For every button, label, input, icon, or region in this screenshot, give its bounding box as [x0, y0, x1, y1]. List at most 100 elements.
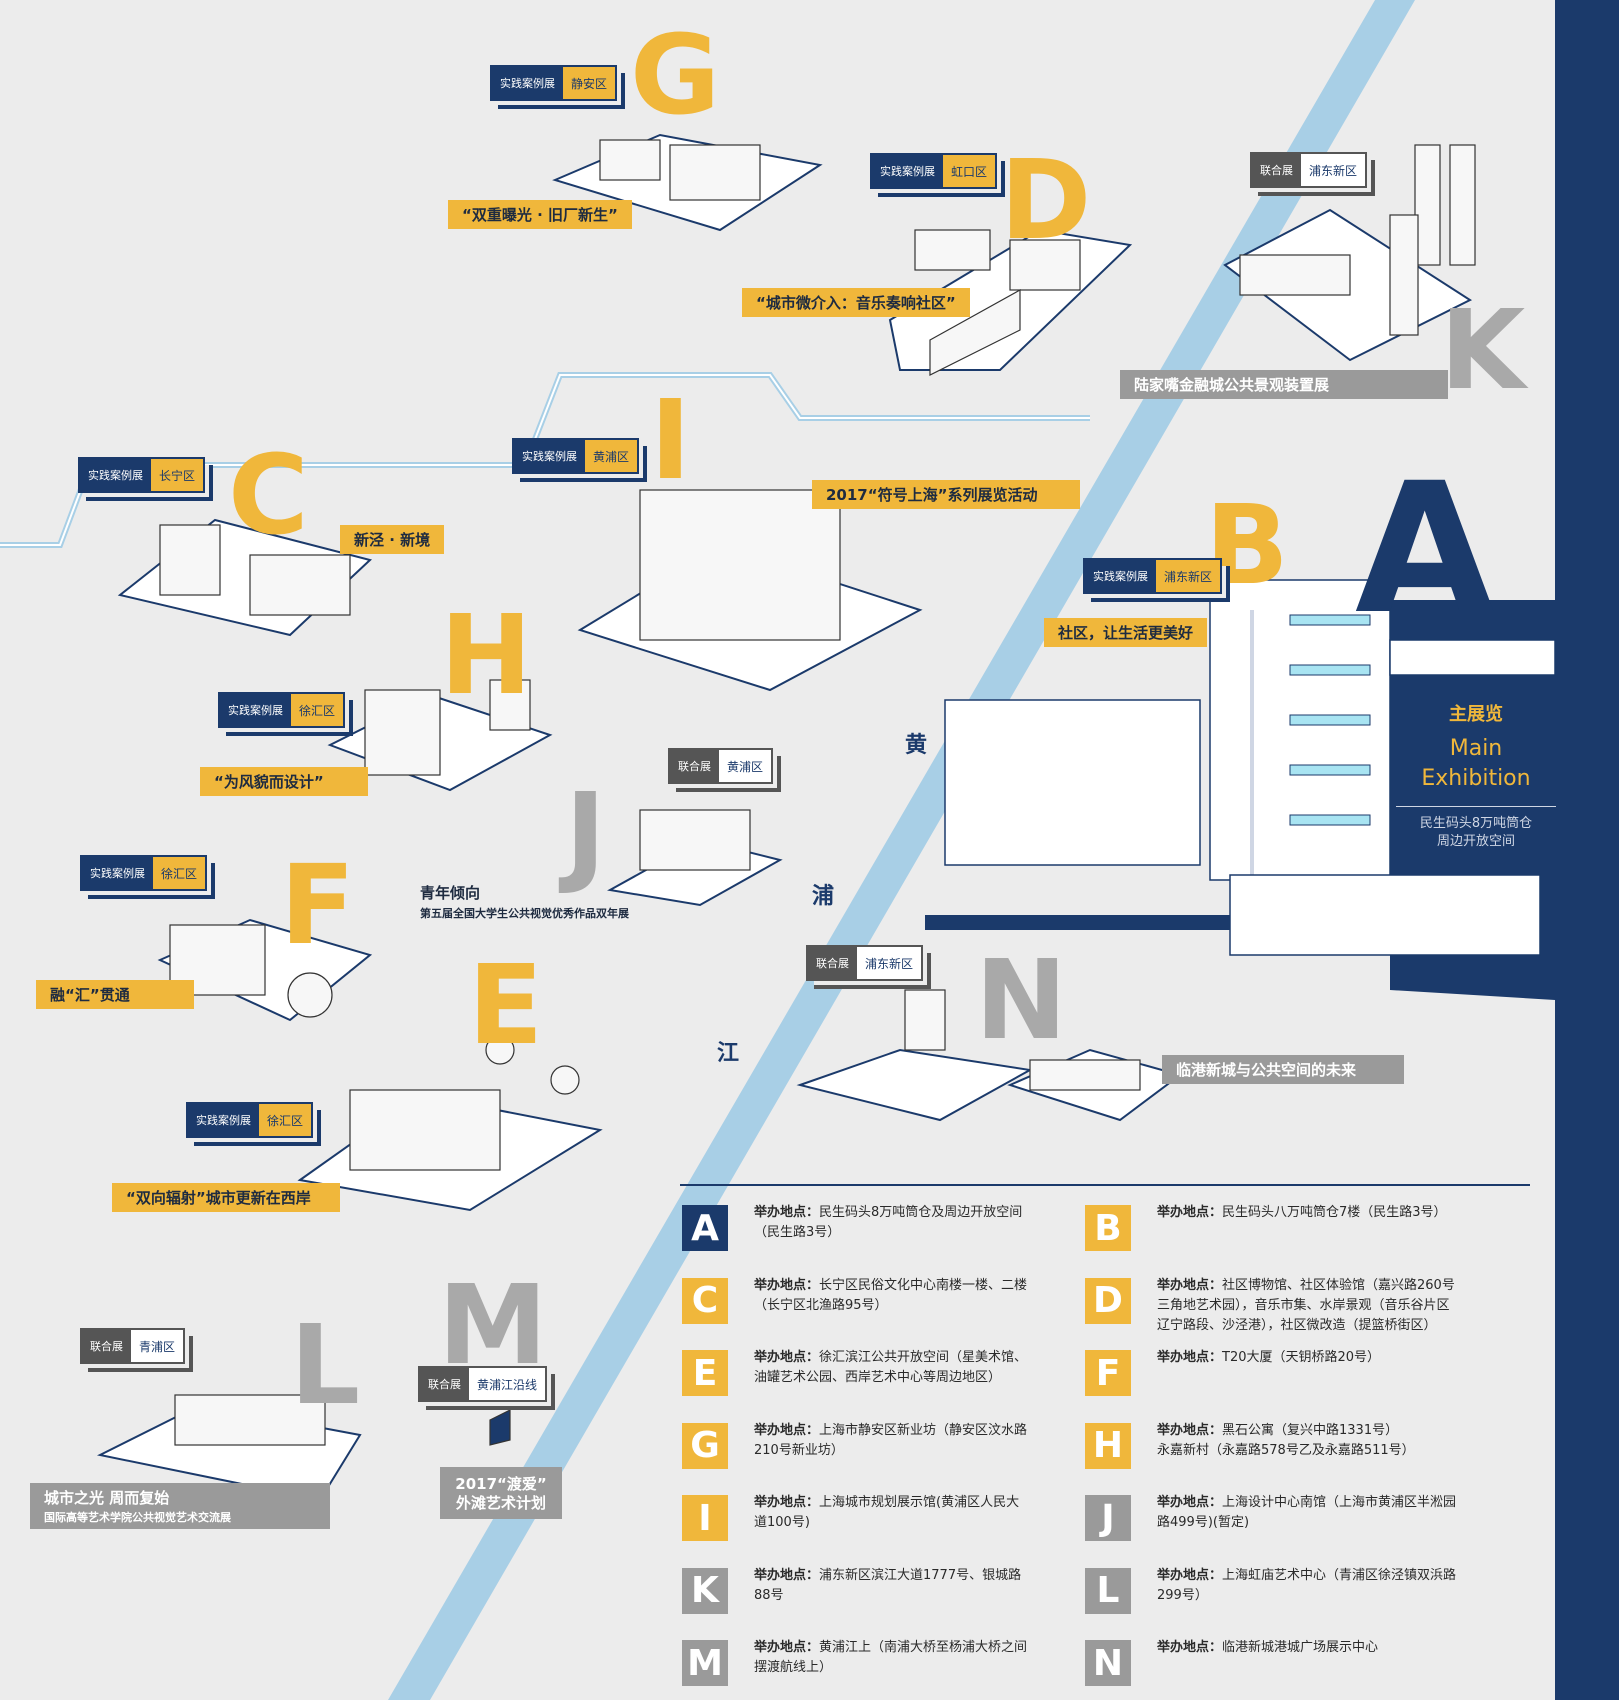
main-exhibition-sub1: 民生码头8万吨筒仓 — [1419, 816, 1533, 831]
legend-letter-box: C — [682, 1277, 728, 1324]
legend-line: 299号） — [1157, 1587, 1208, 1603]
legend-line: 黑石公寓（复兴中路1331号） — [1222, 1422, 1399, 1438]
legend-item-n[interactable]: N 举办地点：临港新城港城广场展示中心 — [1085, 1638, 1485, 1698]
tag-d[interactable]: 实践案例展虹口区 — [870, 153, 998, 189]
navy-edge-band — [1555, 0, 1619, 1700]
legend-address: 举办地点：社区博物馆、社区体验馆（嘉兴路260号三角地艺术园），音乐市集、水岸景… — [1157, 1276, 1457, 1336]
legend-label: 举办地点： — [754, 1277, 820, 1293]
tag-kind: 实践案例展 — [1085, 560, 1156, 592]
title-h: “为风貌而设计” — [200, 767, 368, 796]
tag-district: 浦东新区 — [857, 947, 922, 979]
legend-address: 举办地点：黑石公寓（复兴中路1331号）永嘉新村（永嘉路578号乙及永嘉路511… — [1157, 1421, 1457, 1461]
tag-kind: 联合展 — [1252, 154, 1301, 186]
tag-kind: 实践案例展 — [80, 459, 151, 491]
legend-line: 路499号)(暂定) — [1157, 1515, 1250, 1530]
legend-label: 举办地点： — [1157, 1640, 1223, 1655]
bldg-j — [639, 809, 751, 871]
letter-k: K — [1440, 286, 1526, 414]
tag-h[interactable]: 实践案例展徐汇区 — [218, 692, 346, 728]
title-l-sub: 国际高等艺术学院公共视觉艺术交流展 — [30, 1507, 330, 1529]
boat-icon — [489, 1409, 511, 1446]
tag-district: 浦东新区 — [1156, 560, 1221, 592]
silo-window-4 — [1289, 764, 1371, 776]
tag-district: 黄浦区 — [585, 440, 638, 472]
letter-d: D — [1000, 136, 1092, 264]
legend-line: 210号新业坊） — [754, 1442, 844, 1458]
legend-letter-box: M — [682, 1640, 728, 1686]
legend-letter-box: N — [1085, 1640, 1131, 1686]
tag-e[interactable]: 实践案例展徐汇区 — [186, 1102, 314, 1138]
title-g: “双重曝光 · 旧厂新生” — [448, 200, 632, 229]
tag-kind: 实践案例展 — [220, 694, 291, 726]
legend-address: 举办地点：上海设计中心南馆（上海市黄浦区半淞园路499号)(暂定) — [1157, 1493, 1457, 1533]
tag-f[interactable]: 实践案例展徐汇区 — [80, 855, 208, 891]
legend-line: 长宁区民俗文化中心南楼一楼、二楼 — [819, 1277, 1028, 1293]
tag-g[interactable]: 实践案例展静安区 — [490, 65, 618, 101]
main-exhibition-zh: 主展览 — [1449, 704, 1503, 725]
title-d: “城市微介入：音乐奏响社区” — [742, 288, 970, 317]
letter-j: J — [565, 769, 606, 897]
letter-h: H — [440, 591, 533, 719]
legend-letter-box: A — [682, 1205, 728, 1251]
title-j-main: 青年倾向 — [420, 884, 481, 902]
legend-line: 徐汇滨江公共开放空间（星美术馆、 — [819, 1350, 1028, 1365]
legend-line: 三角地艺术园），音乐市集、水岸景观（音乐谷片区 — [1157, 1297, 1450, 1313]
legend-address: 举办地点：民生码头8万吨筒仓及周边开放空间（民生路3号） — [754, 1203, 1054, 1243]
bldg-g2 — [669, 144, 761, 201]
main-exhibition-en2: Exhibition — [1421, 766, 1531, 791]
tower-k3 — [1389, 214, 1419, 336]
tag-j[interactable]: 联合展黄浦区 — [668, 748, 774, 784]
tag-kind: 实践案例展 — [82, 857, 153, 889]
venue-buildings — [159, 139, 1476, 1446]
legend-line: 民生码头8万吨筒仓及周边开放空间 — [819, 1205, 1023, 1220]
legend-address: 举办地点：上海城市规划展示馆(黄浦区人民大道100号) — [754, 1493, 1054, 1533]
title-e: “双向辐射”城市更新在西岸 — [112, 1183, 340, 1212]
legend-line: T20大厦（天钥桥路20号） — [1222, 1350, 1381, 1365]
tag-l[interactable]: 联合展青浦区 — [80, 1328, 186, 1364]
tag-c[interactable]: 实践案例展长宁区 — [78, 457, 206, 493]
tag-kind: 实践案例展 — [514, 440, 585, 472]
legend-line: 临港新城港城广场展示中心 — [1222, 1640, 1379, 1655]
bldg-c2 — [249, 554, 351, 616]
tag-i[interactable]: 实践案例展黄浦区 — [512, 438, 640, 474]
tower-k1 — [1414, 144, 1441, 266]
legend-line: 社区博物馆、社区体验馆（嘉兴路260号 — [1222, 1277, 1455, 1293]
bldg-c1 — [159, 524, 221, 596]
legend-line: 黄浦江上（南浦大桥至杨浦大桥之间 — [819, 1640, 1028, 1655]
letter-f: F — [280, 841, 356, 969]
legend-address: 举办地点：T20大厦（天钥桥路20号） — [1157, 1348, 1457, 1368]
silo-window-3 — [1289, 714, 1371, 726]
tag-m[interactable]: 联合展黄浦江沿线 — [418, 1366, 548, 1402]
bldg-d1 — [914, 229, 991, 271]
bldg-g1 — [599, 139, 661, 181]
bldg-h1 — [364, 689, 441, 776]
title-j-sub: 第五届全国大学生公共视觉优秀作品双年展 — [420, 907, 629, 920]
legend-line: 上海市静安区新业坊（静安区汶水路 — [819, 1422, 1028, 1438]
tag-k[interactable]: 联合展浦东新区 — [1250, 152, 1368, 188]
title-i: 2017“符号上海”系列展览活动 — [812, 480, 1080, 509]
tag-n[interactable]: 联合展浦东新区 — [806, 945, 924, 981]
legend-letter-box: G — [682, 1422, 728, 1469]
main-silo-complex — [925, 579, 1556, 956]
tag-b[interactable]: 实践案例展浦东新区 — [1083, 558, 1223, 594]
legend-line: （民生路3号） — [754, 1225, 841, 1240]
tag-kind: 实践案例展 — [872, 155, 943, 187]
legend-line: 道100号) — [754, 1515, 810, 1530]
title-c: 新泾 · 新境 — [340, 525, 445, 554]
